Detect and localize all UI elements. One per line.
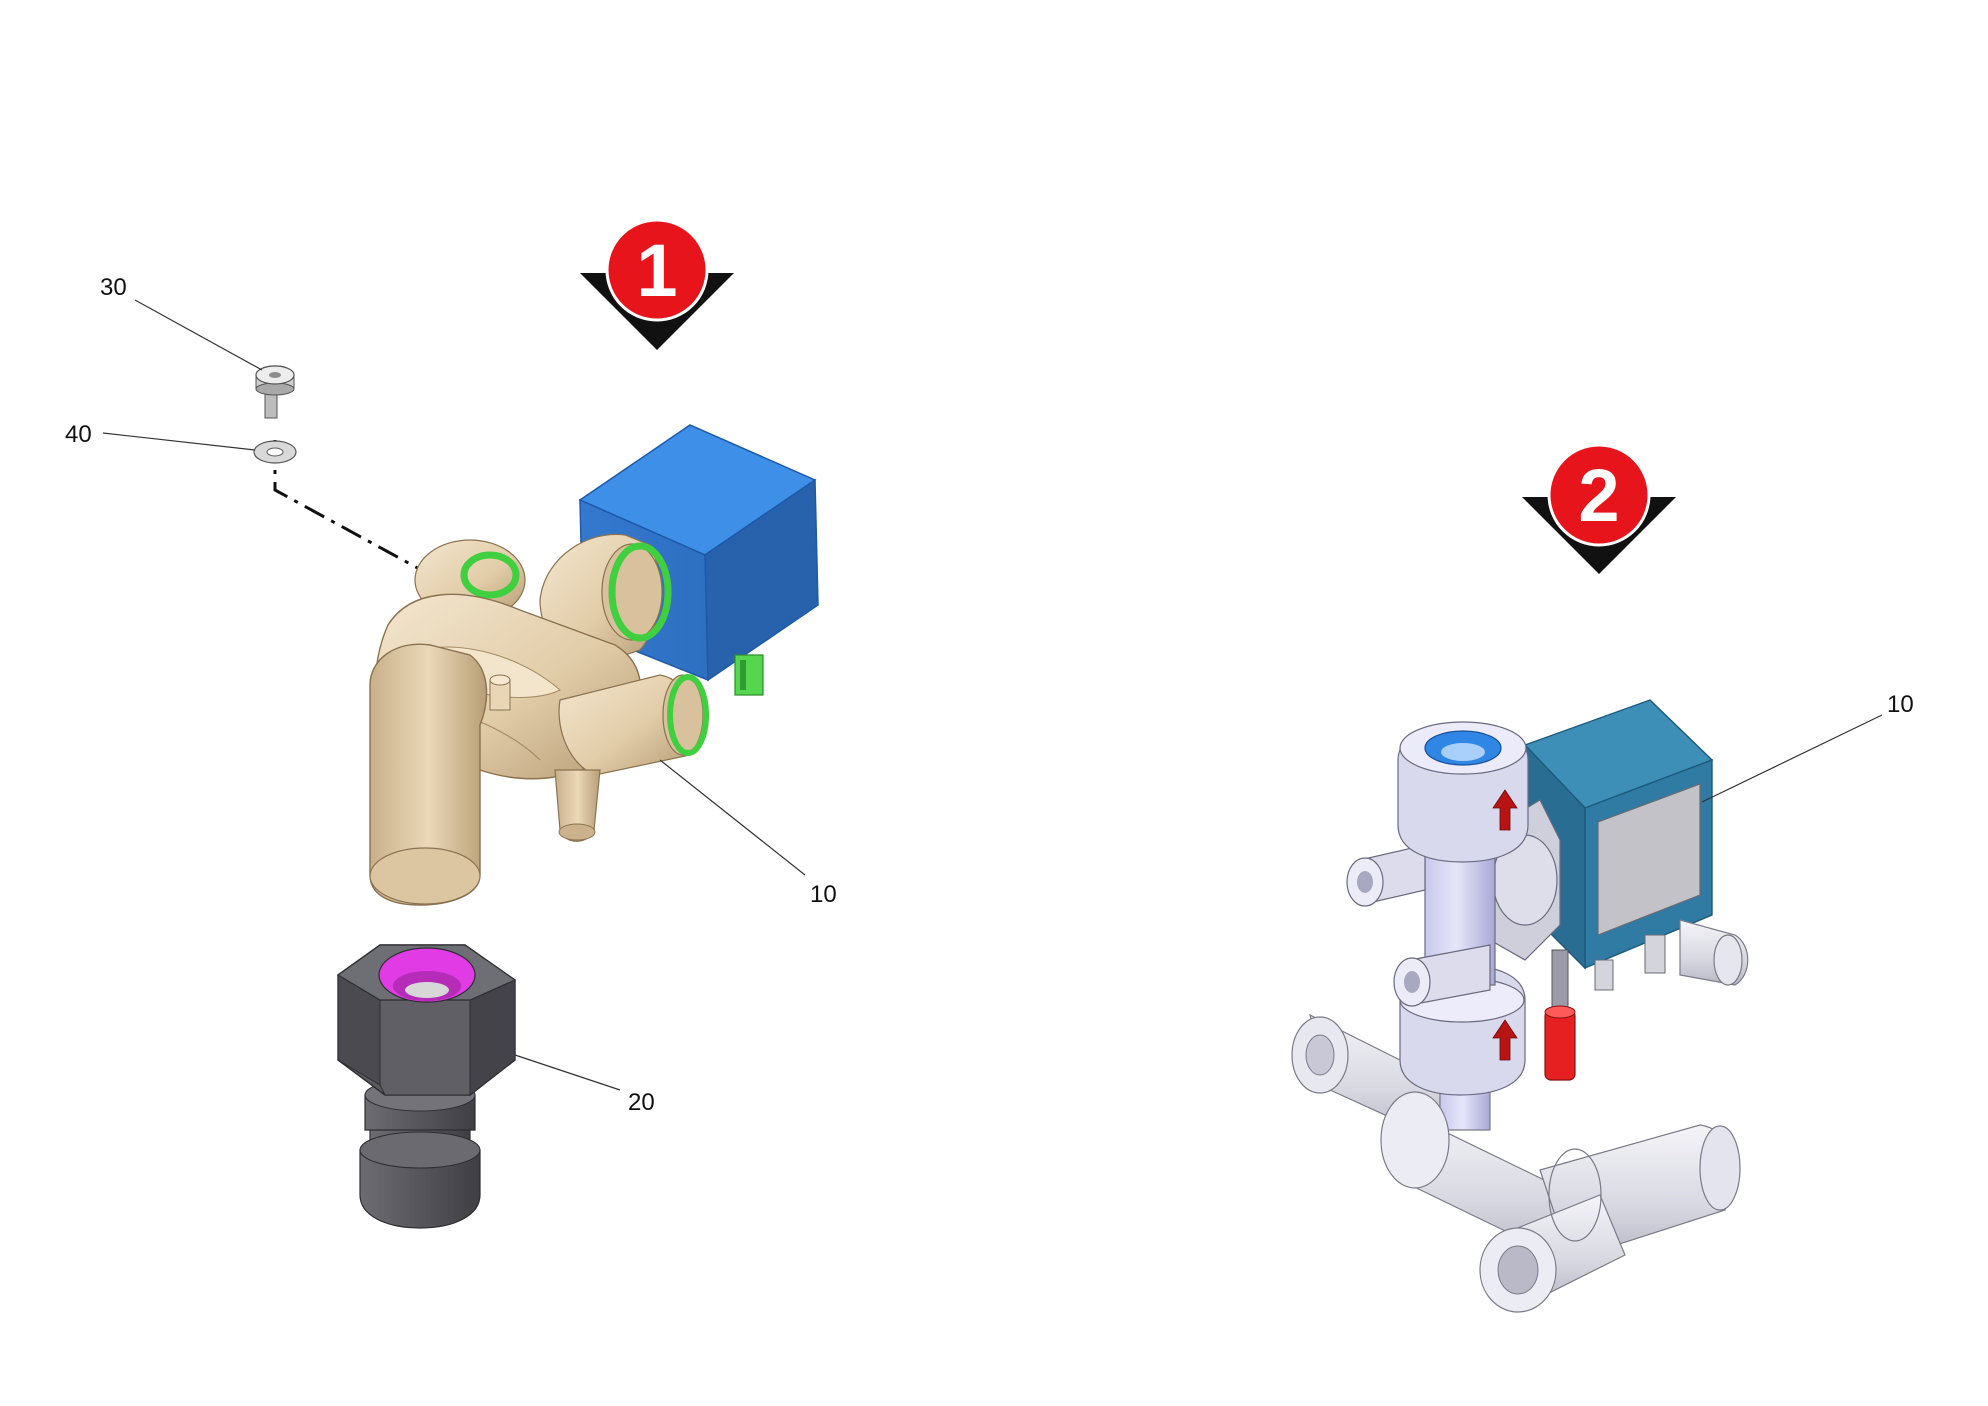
leader-view1-washer — [102, 432, 256, 451]
step-2-badge: 2 — [1522, 443, 1676, 574]
fitting-part-20 — [336, 944, 517, 1229]
callout-view1-washer: 40 — [65, 421, 92, 448]
leader-view1-fitting — [514, 1054, 621, 1091]
flow-arrow-lower-icon — [1492, 1019, 1518, 1061]
vertical-push-fitting — [1346, 721, 1529, 1096]
step-1-circle — [605, 218, 709, 322]
step-1-badge: 1 — [580, 218, 734, 350]
callout-view1-fitting: 20 — [628, 1089, 655, 1116]
screw-part-30 — [255, 365, 295, 419]
red-sleeve — [1544, 949, 1576, 1081]
step-1-number: 1 — [636, 229, 677, 312]
callout-view1-valve: 10 — [810, 881, 837, 908]
washer-part-40 — [253, 440, 297, 464]
step-2-number: 2 — [1578, 454, 1619, 537]
callout-view2-valve: 10 — [1887, 691, 1914, 718]
flow-arrow-upper-icon — [1492, 789, 1518, 831]
leader-view1-screw — [134, 299, 263, 371]
valve-body — [369, 533, 709, 906]
callout-view1-screw: 30 — [100, 274, 127, 301]
leader-view2-valve — [1701, 714, 1883, 803]
step-2-circle — [1547, 443, 1651, 547]
view-2-assembled-valve: 10 — [1291, 691, 1914, 1313]
leader-view1-valve — [659, 759, 806, 876]
tee-fittings — [1291, 1013, 1741, 1313]
view-1-exploded-valve: 30 40 10 20 — [65, 274, 837, 1229]
